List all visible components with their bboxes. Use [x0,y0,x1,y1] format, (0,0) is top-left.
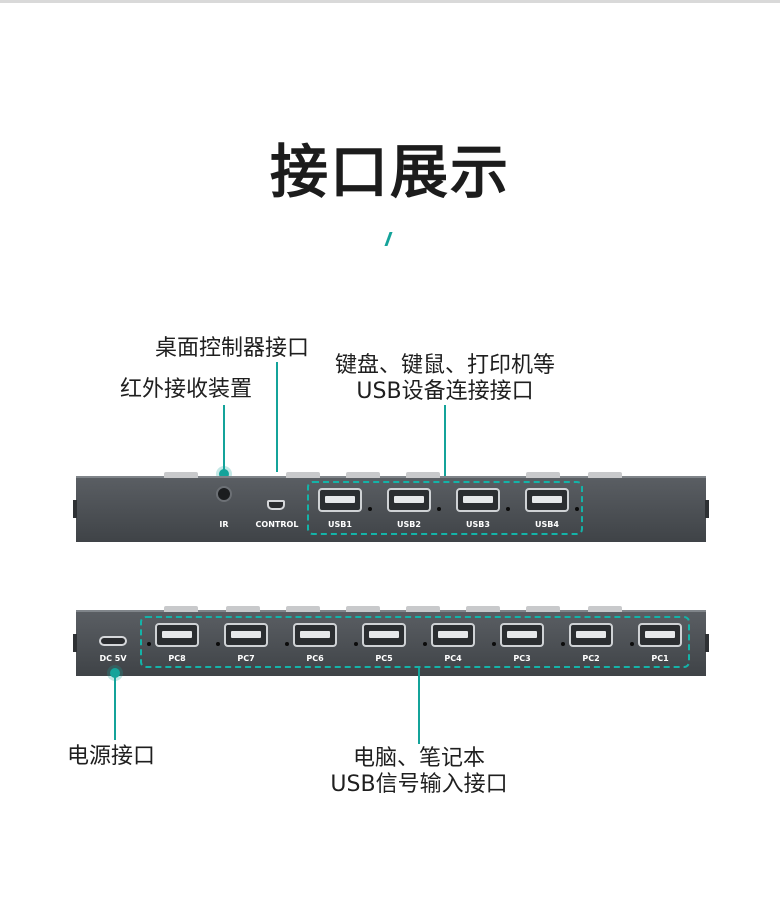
accent-slash [384,232,393,246]
pc-port-2 [569,623,613,647]
usb-port-4-indicator [575,507,579,511]
device-front-right-ear [705,500,709,518]
usb-port-4-label: USB4 [535,520,559,529]
control-port-label: CONTROL [255,520,299,529]
connector-dot-ir [219,469,229,479]
pc-port-3-label: PC3 [513,654,531,663]
usb-port-2-label: USB2 [397,520,421,529]
pc-port-5-label: PC5 [375,654,393,663]
connector-dot-power [110,668,120,678]
connector-line-power [114,672,116,740]
usb-port-3-indicator [506,507,510,511]
pc-port-4 [431,623,475,647]
label-power: 电源接口 [67,744,156,769]
pc-port-1-indicator [630,642,634,646]
pc-port-1 [638,623,682,647]
pc-port-8 [155,623,199,647]
pc-ports-highlight [140,616,690,668]
connector-line-usb [444,405,446,483]
usb-port-2 [387,488,431,512]
pc-port-8-indicator [147,642,151,646]
pc-port-5-indicator [354,642,358,646]
pc-port-7 [224,623,268,647]
device-front-left-ear [73,500,77,518]
pc-port-8-label: PC8 [168,654,186,663]
pc-port-2-indicator [561,642,565,646]
label-pc-input-line2: USB信号输入接口 [330,772,508,797]
pc-port-1-label: PC1 [651,654,669,663]
device-back-left-ear [73,634,77,652]
pc-port-3 [500,623,544,647]
connector-line-pc [418,668,420,744]
dc-power-label: DC 5V [99,654,127,663]
dc-power-port [99,636,127,646]
usb-port-2-indicator [437,507,441,511]
label-usb-devices: 键盘、键鼠、打印机等 USB设备连接接口 [334,353,556,405]
page-title: 接口展示 [269,138,510,206]
pc-port-6 [293,623,337,647]
pc-port-5 [362,623,406,647]
label-usb-devices-line2: USB设备连接接口 [356,379,534,404]
label-usb-devices-line1: 键盘、键鼠、打印机等 [334,353,555,378]
pc-port-7-indicator [216,642,220,646]
ir-port [216,486,232,502]
usb-ports-highlight [307,481,583,535]
device-back-right-ear [705,634,709,652]
label-control-interface: 桌面控制器接口 [155,336,310,361]
usb-port-3-label: USB3 [466,520,490,529]
ir-port-label: IR [219,520,229,529]
pc-port-6-label: PC6 [306,654,324,663]
label-pc-input-line1: 电脑、笔记本 [352,746,485,771]
top-divider [0,0,780,3]
usb-port-3 [456,488,500,512]
usb-port-4 [525,488,569,512]
pc-port-4-label: PC4 [444,654,462,663]
pc-port-7-label: PC7 [237,654,255,663]
usb-port-1 [318,488,362,512]
connector-line-control [276,362,278,472]
label-pc-input: 电脑、笔记本 USB信号输入接口 [310,746,528,798]
label-ir-receiver: 红外接收装置 [120,377,253,402]
pc-port-2-label: PC2 [582,654,600,663]
pc-port-3-indicator [492,642,496,646]
connector-line-ir [223,405,225,472]
pc-port-6-indicator [285,642,289,646]
control-port [267,500,285,510]
pc-port-4-indicator [423,642,427,646]
usb-port-1-label: USB1 [328,520,352,529]
usb-port-1-indicator [368,507,372,511]
